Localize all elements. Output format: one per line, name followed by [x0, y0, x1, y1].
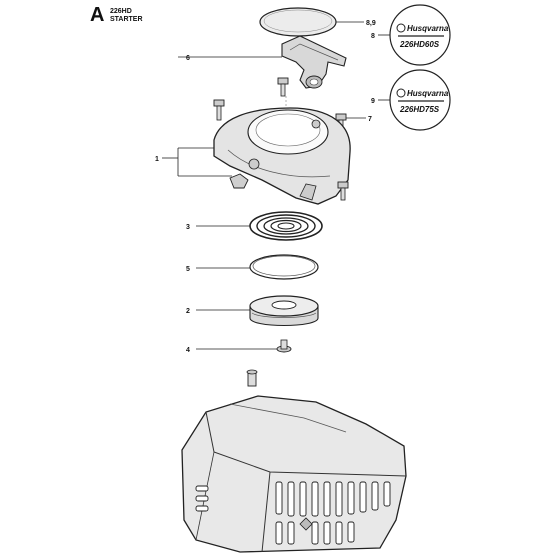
starter-rope: [249, 254, 319, 280]
section-letter: A: [90, 4, 105, 26]
cap-disc: [259, 7, 337, 37]
starter-housing: [213, 107, 351, 205]
pulley-screw: [276, 339, 292, 353]
callout-6: 6: [186, 55, 190, 62]
callout-5: 5: [186, 266, 190, 273]
decal-9-model: 226HD75S: [399, 105, 440, 114]
screw-housing: [337, 181, 349, 201]
section-title: STARTER: [110, 16, 143, 23]
callout-2: 2: [186, 308, 190, 315]
callout-3: 3: [186, 224, 190, 231]
callout-8: 8: [371, 33, 375, 40]
decal-8-brand: Husqvarna: [407, 24, 449, 33]
handle-bracket: [281, 35, 347, 89]
decal-9: Husqvarna 226HD75S: [389, 69, 451, 131]
nut: [229, 173, 249, 189]
callout-4: 4: [186, 347, 190, 354]
callout-9: 9: [371, 98, 375, 105]
decal-8-model: 226HD60S: [399, 40, 440, 49]
screw-top: [277, 77, 289, 97]
recoil-spring: [249, 211, 323, 241]
callout-7: 7: [368, 116, 372, 123]
callout-8-9: 8,9: [366, 20, 376, 27]
decal-9-brand: Husqvarna: [407, 89, 449, 98]
callout-1: 1: [155, 156, 159, 163]
engine-cover: [181, 369, 407, 553]
decal-8: Husqvarna 226HD60S: [389, 4, 451, 66]
model-number: 226HD: [110, 8, 132, 15]
rope-pulley: [249, 295, 319, 327]
screw-left: [213, 99, 225, 121]
